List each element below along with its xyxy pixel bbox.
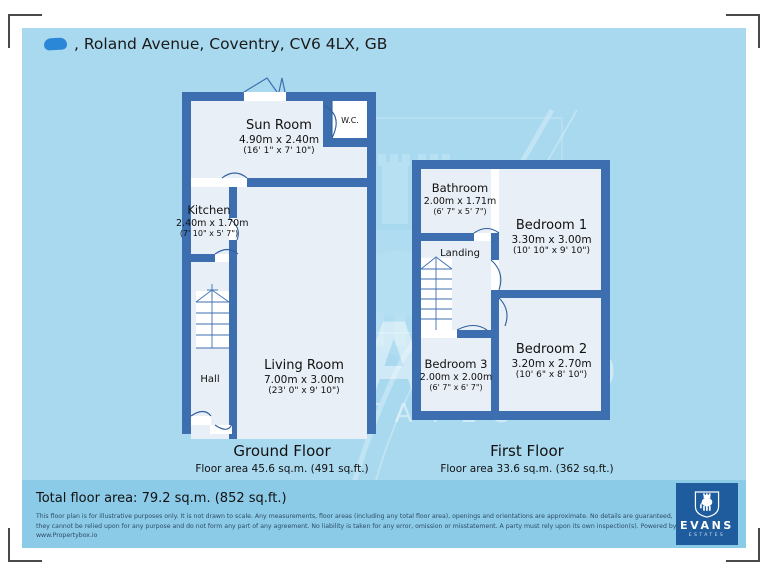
doorway-hall-front bbox=[191, 416, 211, 425]
label-sun-room: Sun Room 4.90m x 2.40m (16' 1" x 7' 10") bbox=[238, 118, 320, 157]
crop-mark-top-right bbox=[726, 14, 760, 48]
room-living-fill bbox=[237, 187, 367, 439]
brand-logo: EVANS ESTATES bbox=[676, 483, 738, 545]
first-floor-caption: First Floor Floor area 33.6 sq.m. (362 s… bbox=[440, 442, 614, 475]
label-bedroom-1: Bedroom 1 3.30m x 3.00m (10' 10" x 9' 10… bbox=[511, 218, 592, 257]
ground-floor-caption: Ground Floor Floor area 45.6 sq.m. (491 … bbox=[195, 442, 369, 475]
ground-stairs-fill bbox=[196, 291, 229, 348]
wall-bathroom-bottom bbox=[421, 233, 499, 241]
ground-wall-sunroom-divider bbox=[182, 178, 376, 187]
label-wc: W.C. bbox=[341, 116, 359, 125]
room-bedroom1-fill bbox=[499, 169, 601, 294]
total-floor-area: Total floor area: 79.2 sq.m. (852 sq.ft.… bbox=[36, 491, 287, 506]
wall-kitchen-bottom bbox=[191, 254, 229, 262]
room-bedroom2-fill bbox=[499, 298, 601, 411]
wc-wall-bottom bbox=[323, 138, 367, 147]
doorway-bathroom bbox=[474, 233, 499, 241]
footer-bar: Total floor area: 79.2 sq.m. (852 sq.ft.… bbox=[22, 480, 746, 548]
wall-living-left bbox=[229, 187, 237, 439]
label-kitchen: Kitchen 2.40m x 1.70m (7' 10" x 5' 7") bbox=[176, 203, 249, 239]
page-title: , Roland Avenue, Coventry, CV6 4LX, GB bbox=[22, 28, 387, 60]
logo-subtitle: ESTATES bbox=[688, 532, 726, 538]
wall-bedroom-divider bbox=[499, 290, 601, 298]
logo-name: EVANS bbox=[680, 518, 734, 532]
wall-bedroom3-top bbox=[421, 330, 499, 338]
property-address: , Roland Avenue, Coventry, CV6 4LX, GB bbox=[74, 35, 388, 53]
label-living-room: Living Room 7.00m x 3.00m (23' 0" x 9' 1… bbox=[263, 358, 345, 397]
redacted-house-number-icon bbox=[43, 37, 68, 51]
doorway-sunroom bbox=[191, 178, 247, 187]
label-hall: Hall bbox=[200, 374, 220, 385]
doorway-bedroom1 bbox=[491, 260, 499, 290]
crop-mark-top-left bbox=[8, 14, 42, 48]
elephant-castle-crest-icon bbox=[694, 490, 720, 518]
doorway-kitchen bbox=[215, 254, 229, 262]
floorplan-canvas: EVANS ESTATES bbox=[22, 60, 746, 480]
header-bar bbox=[22, 28, 746, 60]
first-stairs-fill bbox=[421, 258, 452, 330]
crop-mark-bottom-left bbox=[8, 528, 42, 562]
doorway-entrance bbox=[210, 425, 232, 434]
label-bedroom-2: Bedroom 2 3.20m x 2.70m (10' 6" x 8' 10"… bbox=[511, 342, 592, 381]
room-bedroom3-fill bbox=[421, 338, 491, 411]
label-landing: Landing bbox=[440, 248, 480, 259]
opening-landing-top bbox=[491, 169, 499, 233]
doorway-bedroom3 bbox=[421, 330, 457, 338]
disclaimer-text: This floor plan is for illustrative purp… bbox=[36, 513, 677, 540]
room-wc-fill bbox=[332, 101, 367, 138]
label-bathroom: Bathroom 2.00m x 1.71m (6' 7" x 5' 7") bbox=[423, 181, 497, 217]
crop-mark-bottom-right bbox=[726, 528, 760, 562]
label-bedroom-3: Bedroom 3 2.00m x 2.00m (6' 7" x 6' 7") bbox=[419, 357, 493, 393]
